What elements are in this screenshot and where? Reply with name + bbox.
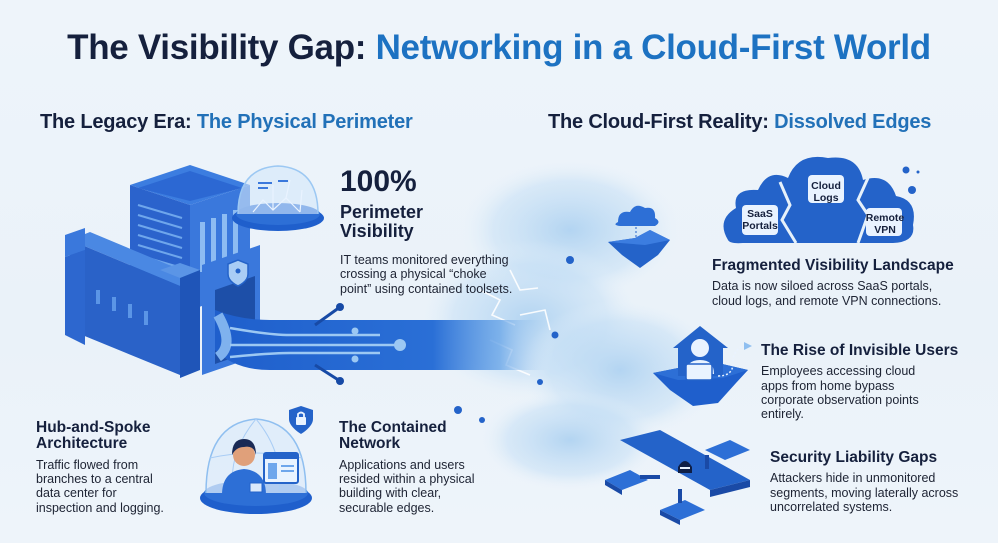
hub-spoke-title-2: Architecture	[36, 435, 128, 453]
liability-title: Security Liability Gaps	[770, 449, 938, 466]
invisible-users-block: The Rise of Invisible Users Employees ac…	[761, 342, 991, 422]
logs-label-1: Cloud	[811, 180, 841, 192]
contained-network-block: The Contained Network Applications and u…	[339, 419, 489, 515]
fragmented-block: Fragmented Visibility Landscape Data is …	[712, 257, 972, 308]
perimeter-visibility-block: 100% Perimeter Visibility IT teams monit…	[340, 167, 520, 296]
dissolve-mist-graphic	[420, 160, 720, 490]
hub-spoke-title-1: Hub-and-Spoke	[36, 419, 151, 436]
legacy-title-dark: The Legacy Era:	[40, 111, 192, 133]
title-dark: The Visibility Gap:	[67, 28, 367, 67]
home-user-island-icon	[653, 326, 752, 406]
contained-body: Applications and users resided within a …	[339, 457, 475, 515]
scatter-dots-graphic	[902, 166, 920, 194]
fragmented-body: Data is now siloed across SaaS portals, …	[712, 279, 942, 308]
fragmented-cloud-icon	[723, 156, 914, 244]
data-pipe-icon	[213, 303, 550, 385]
liability-block: Security Liability Gaps Attackers hide i…	[770, 449, 990, 515]
legacy-title-accent: The Physical Perimeter	[196, 111, 413, 133]
cloud-title-dark: The Cloud-First Reality:	[548, 111, 769, 133]
contained-title-1: The Contained	[339, 419, 447, 436]
invisible-users-title: The Rise of Invisible Users	[761, 342, 959, 359]
hub-spoke-block: Hub-and-Spoke Architecture Traffic flowe…	[36, 419, 186, 515]
vpn-label-1: Remote	[865, 212, 905, 224]
network-segments-attacker-icon	[605, 430, 750, 525]
remote-vpn-label: Remote VPN	[864, 212, 906, 236]
perimeter-label-1: Perimeter	[340, 202, 424, 222]
invisible-users-body: Employees accessing cloud apps from home…	[761, 364, 919, 422]
contained-user-dome-icon	[200, 418, 312, 514]
page-title: The Visibility Gap: Networking in a Clou…	[0, 28, 998, 68]
liability-body: Attackers hide in unmonitored segments, …	[770, 471, 959, 515]
legacy-section-title: The Legacy Era: The Physical Perimeter	[40, 111, 413, 134]
vpn-label-2: VPN	[874, 224, 896, 237]
floating-island-cloud-icon	[608, 205, 670, 268]
lock-shield-icon	[289, 406, 313, 434]
cloud-logs-label: Cloud Logs	[808, 180, 844, 204]
glass-dome-network-icon	[232, 165, 324, 231]
logs-label-2: Logs	[813, 192, 839, 205]
fragmented-title: Fragmented Visibility Landscape	[712, 257, 954, 274]
perimeter-body: IT teams monitored everything crossing a…	[340, 252, 513, 296]
saas-label-1: SaaS	[747, 208, 773, 220]
perimeter-stat: 100%	[340, 165, 417, 198]
perimeter-label-2: Visibility	[340, 220, 414, 241]
cloud-title-accent: Dissolved Edges	[774, 111, 932, 133]
saas-portals-label: SaaS Portals	[742, 208, 778, 232]
title-accent: Networking in a Cloud-First World	[375, 28, 932, 67]
contained-title-2: Network	[339, 435, 401, 453]
saas-label-2: Portals	[742, 220, 778, 233]
cloud-section-title: The Cloud-First Reality: Dissolved Edges	[548, 111, 931, 134]
hub-spoke-body: Traffic flowed from branches to a centra…	[36, 457, 164, 515]
